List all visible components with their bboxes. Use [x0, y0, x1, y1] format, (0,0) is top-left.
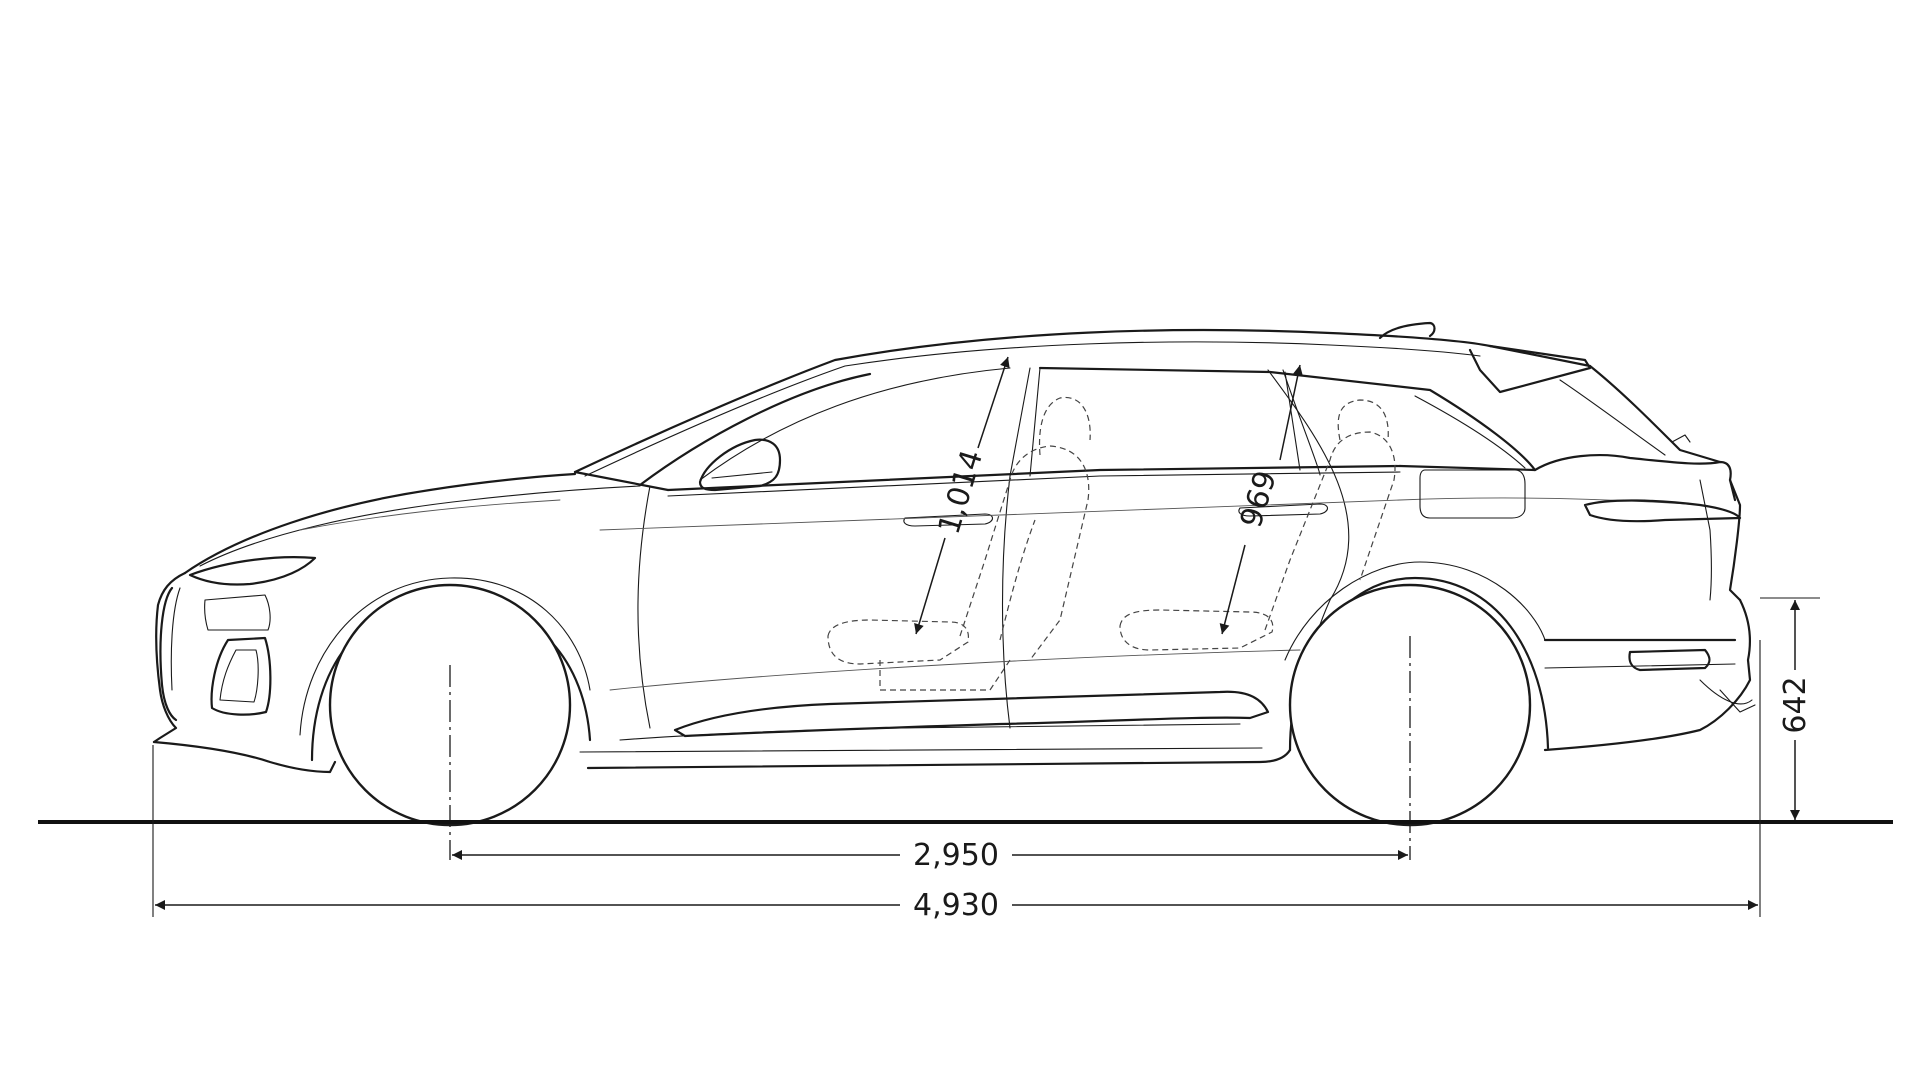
front-headroom-dimension: 1,014 — [914, 356, 1010, 635]
wheelbase-dimension: 2,950 — [452, 838, 1408, 873]
rear-height-dimension: 642 — [1778, 600, 1813, 820]
length-label: 4,930 — [913, 888, 999, 923]
rear-wheel — [1288, 583, 1532, 860]
rear-headroom-dimension: 969 — [1219, 364, 1303, 635]
seat-outlines — [827, 396, 1396, 691]
wheelbase-label: 2,950 — [913, 838, 999, 873]
rear-headroom-label: 969 — [1234, 467, 1284, 532]
length-dimension: 4,930 — [155, 888, 1758, 923]
extension-lines — [152, 597, 1820, 917]
rear-height-label: 642 — [1778, 676, 1813, 733]
front-wheel — [328, 583, 572, 860]
